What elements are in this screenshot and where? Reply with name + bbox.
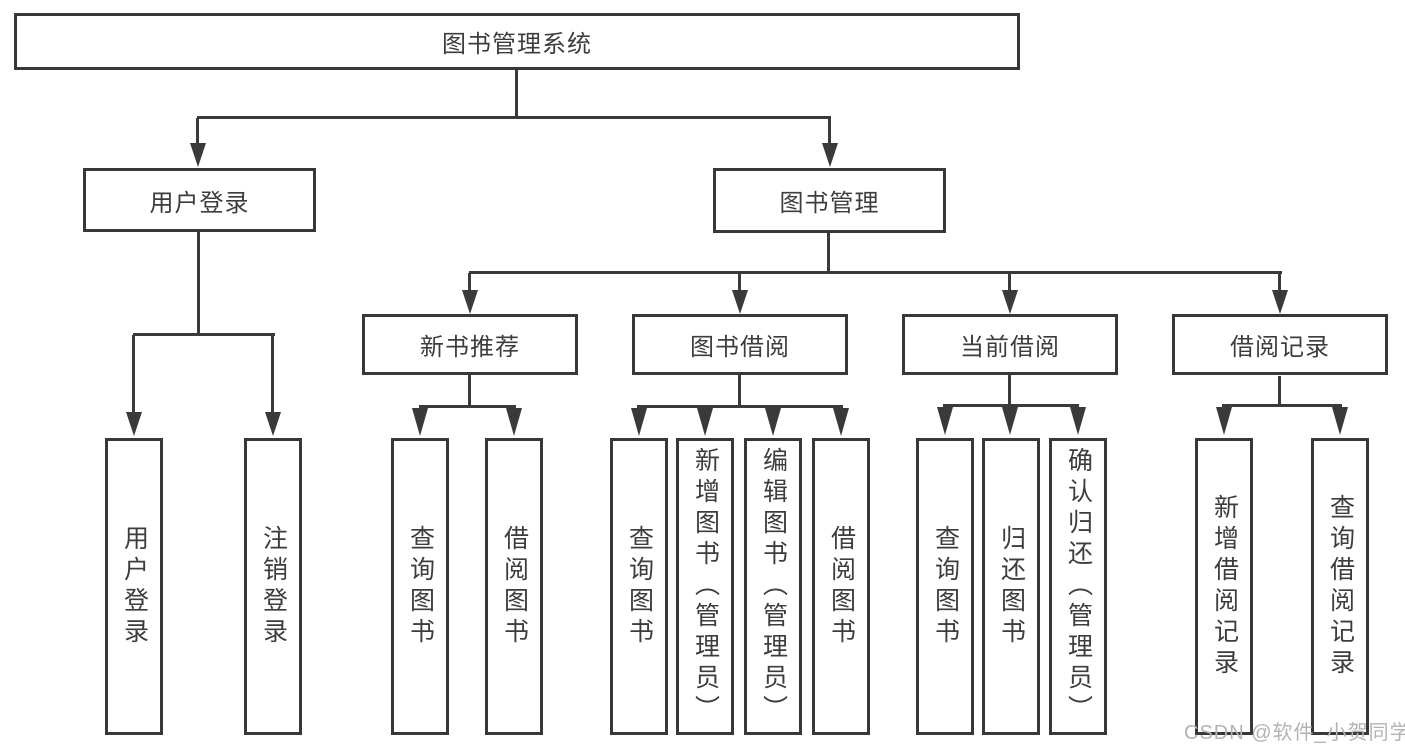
node-root: 图书管理系统 bbox=[14, 13, 1020, 70]
leaf-bb-edit-books-admin: 编辑图书（管理员） bbox=[744, 438, 802, 735]
node-user-login: 用户登录 bbox=[83, 168, 316, 232]
connector-level3-drop bbox=[468, 273, 471, 292]
connector-nbr-stem bbox=[468, 375, 471, 407]
leaf-cb-query-books: 查询图书 bbox=[916, 438, 974, 735]
arrow-down-icon bbox=[412, 408, 428, 436]
node-user-login-label: 用户登录 bbox=[149, 189, 250, 217]
connector-level3-drop bbox=[1008, 273, 1011, 292]
arrow-down-icon bbox=[1272, 290, 1288, 314]
arrow-down-icon bbox=[833, 408, 849, 436]
connector-br-bar bbox=[1222, 404, 1342, 407]
connector-bb-stem bbox=[738, 375, 741, 407]
leaf-bb-add-books-admin: 新增图书（管理员） bbox=[676, 438, 734, 735]
node-borrowing-records: 借阅记录 bbox=[1172, 314, 1388, 375]
connector-leaf-drop bbox=[271, 335, 274, 414]
arrow-down-icon bbox=[506, 408, 522, 436]
leaf-cb-confirm-return-admin: 确认归还（管理员） bbox=[1049, 438, 1107, 735]
leaf-nbr-query-books: 查询图书 bbox=[391, 438, 449, 735]
arrow-down-icon bbox=[265, 412, 281, 436]
connector-root-stem bbox=[515, 70, 518, 118]
connector-book-mgmt-drop bbox=[828, 118, 831, 146]
arrow-down-icon bbox=[1002, 407, 1018, 435]
watermark: CSDN @软件_小贺同学 bbox=[1184, 722, 1405, 744]
leaf-user-login-label: 用户登录 bbox=[120, 524, 149, 649]
connector-user-login-drop bbox=[196, 118, 199, 146]
arrow-down-icon bbox=[1332, 407, 1348, 435]
leaf-bb-add-books-admin-label: 新增图书（管理员） bbox=[691, 447, 720, 726]
leaf-br-add-record: 新增借阅记录 bbox=[1195, 438, 1253, 735]
leaf-user-login: 用户登录 bbox=[105, 438, 163, 735]
leaf-nbr-query-books-label: 查询图书 bbox=[406, 524, 435, 649]
arrow-down-icon bbox=[1002, 290, 1018, 314]
node-current-borrowing: 当前借阅 bbox=[902, 314, 1118, 375]
arrow-down-icon bbox=[1216, 407, 1232, 435]
node-root-label: 图书管理系统 bbox=[442, 31, 592, 58]
arrow-down-icon bbox=[1070, 407, 1086, 435]
leaf-br-query-record-label: 查询借阅记录 bbox=[1326, 493, 1355, 680]
arrow-down-icon bbox=[937, 407, 953, 435]
node-current-borrowing-label: 当前借阅 bbox=[960, 334, 1060, 361]
leaf-cb-confirm-return-admin-label: 确认归还（管理员） bbox=[1064, 447, 1093, 726]
connector-cb-bar bbox=[943, 404, 1079, 407]
connector-leaf-drop bbox=[132, 335, 135, 414]
arrow-down-icon bbox=[765, 408, 781, 436]
node-book-borrowing: 图书借阅 bbox=[632, 314, 848, 375]
arrow-down-icon bbox=[190, 143, 206, 167]
leaf-nbr-borrow-books: 借阅图书 bbox=[485, 438, 543, 735]
connector-book-mgmt-stem bbox=[827, 233, 830, 274]
connector-cb-stem bbox=[1008, 375, 1011, 406]
node-book-management-label: 图书管理 bbox=[779, 190, 880, 217]
arrow-down-icon bbox=[822, 143, 838, 167]
connector-br-stem bbox=[1278, 376, 1281, 406]
leaf-cb-return-books-label: 归还图书 bbox=[997, 524, 1026, 649]
arrow-down-icon bbox=[631, 408, 647, 436]
connector-level3-drop bbox=[1278, 273, 1281, 292]
leaf-logout-label: 注销登录 bbox=[259, 524, 288, 649]
leaf-br-add-record-label: 新增借阅记录 bbox=[1210, 493, 1239, 680]
arrow-down-icon bbox=[732, 290, 748, 314]
connector-nbr-bar bbox=[419, 405, 516, 408]
leaf-br-query-record: 查询借阅记录 bbox=[1311, 438, 1369, 735]
connector-user-login-bar bbox=[133, 333, 275, 336]
node-new-book-recommend: 新书推荐 bbox=[362, 314, 578, 375]
arrow-down-icon bbox=[462, 290, 478, 314]
leaf-logout: 注销登录 bbox=[244, 438, 302, 735]
leaf-cb-return-books: 归还图书 bbox=[982, 438, 1040, 735]
leaf-nbr-borrow-books-label: 借阅图书 bbox=[500, 524, 529, 649]
connector-bb-bar bbox=[637, 405, 843, 408]
node-borrowing-records-label: 借阅记录 bbox=[1230, 334, 1330, 361]
arrow-down-icon bbox=[697, 408, 713, 436]
node-new-book-recommend-label: 新书推荐 bbox=[420, 334, 520, 361]
connector-level3-bar bbox=[469, 271, 1282, 274]
node-book-management: 图书管理 bbox=[713, 168, 946, 233]
leaf-bb-query-books: 查询图书 bbox=[610, 438, 668, 735]
connector-level3-drop bbox=[738, 273, 741, 292]
arrow-down-icon bbox=[126, 412, 142, 436]
leaf-bb-query-books-label: 查询图书 bbox=[625, 524, 654, 649]
leaf-bb-edit-books-admin-label: 编辑图书（管理员） bbox=[759, 447, 788, 726]
node-book-borrowing-label: 图书借阅 bbox=[690, 334, 790, 361]
leaf-bb-borrow-books: 借阅图书 bbox=[812, 438, 870, 735]
connector-level2-bar bbox=[197, 116, 831, 119]
connector-user-login-stem bbox=[197, 232, 200, 335]
leaf-cb-query-books-label: 查询图书 bbox=[931, 524, 960, 649]
leaf-bb-borrow-books-label: 借阅图书 bbox=[827, 524, 856, 649]
